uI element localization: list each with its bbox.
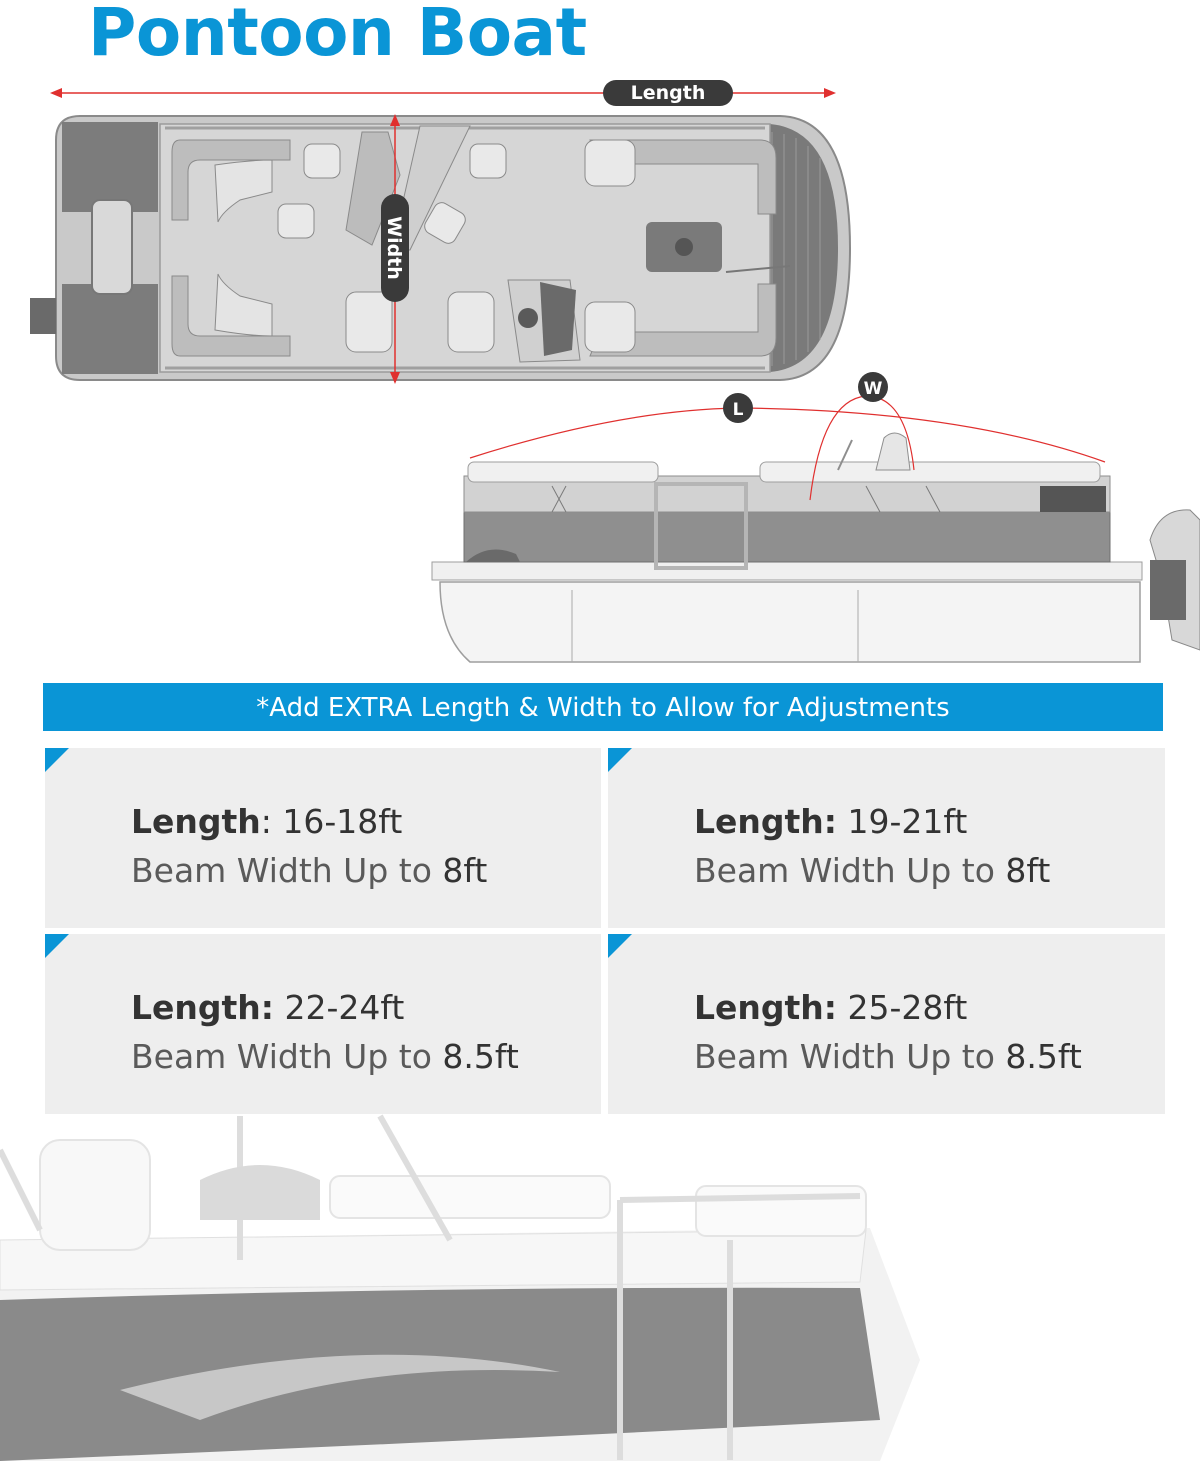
- size-card-19-21: Length: 19-21ft Beam Width Up to 8ft: [608, 748, 1165, 928]
- corner-accent: [608, 934, 632, 958]
- size-card-25-28: Length: 25-28ft Beam Width Up to 8.5ft: [608, 934, 1165, 1114]
- size-card-16-18: Length: 16-18ft Beam Width Up to 8ft: [45, 748, 601, 928]
- l-marker: L: [733, 400, 744, 420]
- size-width-line: Beam Width Up to 8.5ft: [131, 1037, 519, 1076]
- length-value: 19-21ft: [847, 802, 968, 841]
- bottom-boat-photo: [0, 1114, 920, 1461]
- top-view-boat-illustration: [30, 115, 852, 381]
- width-dimension-arrow: Width: [381, 114, 409, 384]
- size-length-line: Length: 22-24ft: [131, 988, 404, 1027]
- length-label: Length:: [694, 802, 837, 841]
- width-prefix: Beam Width Up to: [694, 1037, 995, 1076]
- size-length-line: Length: 16-18ft: [131, 802, 403, 841]
- length-value: 16-18ft: [282, 802, 403, 841]
- size-length-line: Length: 19-21ft: [694, 802, 967, 841]
- size-width-line: Beam Width Up to 8ft: [694, 851, 1050, 890]
- size-width-line: Beam Width Up to 8ft: [131, 851, 487, 890]
- side-dimension-curves: L W: [469, 372, 1106, 501]
- corner-accent: [608, 748, 632, 772]
- side-view-boat-illustration: [431, 432, 1200, 663]
- length-value: 25-28ft: [847, 988, 968, 1027]
- corner-accent: [45, 748, 69, 772]
- length-label: Length:: [694, 988, 837, 1027]
- width-value: 8.5ft: [442, 1037, 519, 1076]
- size-width-line: Beam Width Up to 8.5ft: [694, 1037, 1082, 1076]
- length-tag: Length: [631, 82, 706, 104]
- width-value: 8ft: [442, 851, 488, 890]
- length-value: 22-24ft: [284, 988, 405, 1027]
- width-value: 8ft: [1005, 851, 1051, 890]
- width-prefix: Beam Width Up to: [131, 851, 432, 890]
- corner-accent: [45, 934, 69, 958]
- width-tag: Width: [383, 216, 405, 280]
- length-dimension-arrow: Length: [50, 80, 836, 106]
- adjustment-banner: *Add EXTRA Length & Width to Allow for A…: [43, 683, 1163, 731]
- length-label: Length:: [131, 988, 274, 1027]
- size-length-line: Length: 25-28ft: [694, 988, 967, 1027]
- size-card-22-24: Length: 22-24ft Beam Width Up to 8.5ft: [45, 934, 601, 1114]
- width-prefix: Beam Width Up to: [131, 1037, 432, 1076]
- w-marker: W: [864, 379, 883, 399]
- width-value: 8.5ft: [1005, 1037, 1082, 1076]
- length-label: Length: [131, 802, 261, 841]
- width-prefix: Beam Width Up to: [694, 851, 995, 890]
- page-title: Pontoon Boat: [88, 0, 587, 71]
